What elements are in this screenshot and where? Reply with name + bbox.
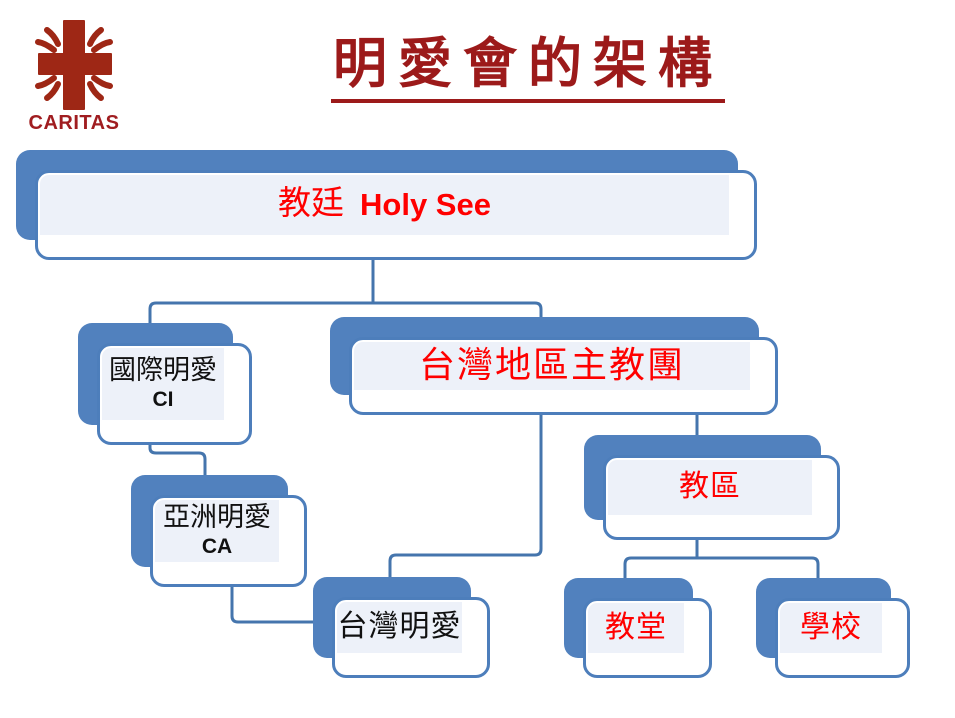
node-panel: 教廷 Holy See [40, 175, 729, 235]
node-box: 教區 [603, 455, 840, 540]
org-node-school: 學校 [756, 578, 910, 678]
node-panel: 學校 [780, 603, 882, 653]
node-panel: 教區 [608, 460, 812, 515]
node-label: 國際明愛 [109, 355, 217, 386]
node-label: 亞洲明愛 [163, 502, 271, 533]
node-panel: 台灣明愛 [337, 602, 462, 653]
node-box: 亞洲明愛 CA [150, 495, 307, 587]
node-box: 台灣地區主教團 [349, 337, 778, 415]
node-box: 教堂 [583, 598, 712, 678]
connector-holysee-children [148, 301, 543, 330]
org-node-diocese: 教區 [584, 435, 840, 540]
node-sublabel: CI [152, 388, 174, 412]
node-label: 台灣地區主教團 [418, 345, 685, 386]
node-panel: 亞洲明愛 CA [155, 500, 279, 562]
node-panel: 台灣地區主教團 [354, 342, 750, 390]
node-box: 教廷 Holy See [35, 170, 757, 260]
org-node-taiwan-bishops-conference: 台灣地區主教團 [330, 317, 778, 415]
caritas-logo: CARITAS [24, 14, 124, 135]
connector-diocese-children [623, 556, 820, 582]
node-box: 學校 [775, 598, 910, 678]
slide-title: 明愛會的架構 [331, 33, 725, 104]
node-box: 國際明愛 CI [97, 343, 252, 445]
connector-ci-to-ca [148, 443, 207, 480]
caritas-wordmark: CARITAS [28, 112, 120, 134]
node-label: 學校 [800, 610, 862, 644]
node-label: 台灣明愛 [337, 610, 462, 644]
org-node-caritas-asia: 亞洲明愛 CA [131, 475, 307, 587]
org-node-holy-see: 教廷 Holy See [16, 150, 757, 260]
node-sublabel: CA [201, 535, 233, 559]
connector-bishops-to-taiwancaritas [388, 413, 543, 582]
node-label: 教區 [679, 470, 741, 504]
node-panel: 教堂 [588, 603, 684, 653]
node-label: 教廷 [278, 186, 345, 223]
org-node-taiwan-caritas: 台灣明愛 [313, 577, 490, 678]
node-panel: 國際明愛 CI [102, 348, 224, 420]
node-box: 台灣明愛 [332, 597, 490, 678]
org-node-caritas-internationalis: 國際明愛 CI [78, 323, 252, 445]
connector-ca-to-taiwancaritas [230, 585, 320, 624]
node-label: 教堂 [605, 610, 667, 644]
org-node-church: 教堂 [564, 578, 712, 678]
node-sublabel: Holy See [360, 187, 491, 223]
caritas-cross-icon [35, 20, 113, 110]
